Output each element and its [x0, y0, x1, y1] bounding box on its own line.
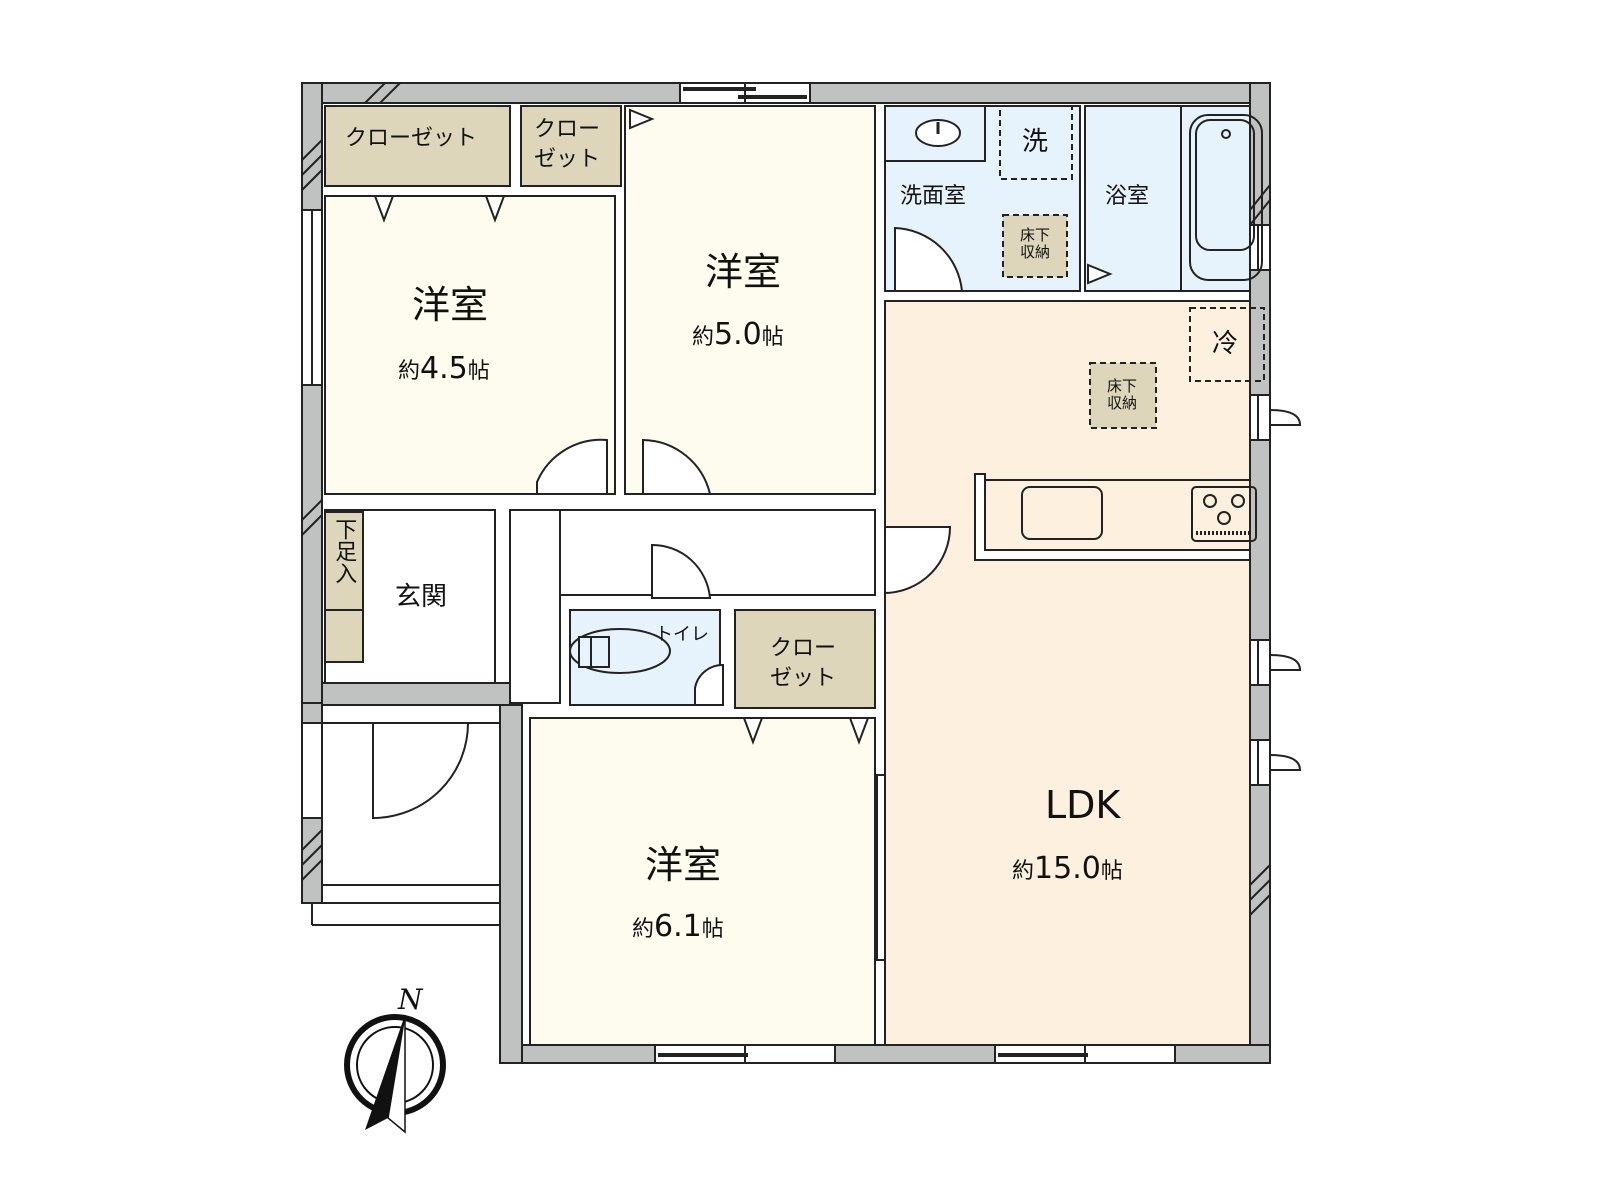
closet-center: [734, 609, 876, 709]
washroom-name: 洗面室: [900, 184, 967, 209]
underfloor-storage-ldk: [1089, 362, 1157, 429]
wall-hatching: [301, 82, 1271, 916]
closet-center-label-1: クロー: [770, 636, 837, 661]
western-room-nw-area: 約4.5帖: [398, 351, 490, 386]
refrigerator-space: [1189, 307, 1265, 382]
ldk-name: LDK: [1045, 783, 1121, 827]
closet-nw-small-label-1: クロー: [534, 117, 601, 142]
underfloor-storage-wash-label: 床下 収納: [1020, 226, 1051, 262]
doors: [372, 226, 964, 820]
western-room-s-area: 約6.1帖: [632, 909, 724, 944]
toilet-name: トイレ: [655, 624, 709, 645]
closet-nw-small: [520, 105, 622, 187]
shoe-box: [324, 511, 364, 663]
toilet-icon: [569, 628, 671, 674]
refrigerator-label: 冷: [1212, 329, 1239, 359]
stove-icon: [1191, 486, 1257, 542]
closet-center-label-2: ゼット: [770, 666, 837, 691]
washing-machine-label: 洗: [1022, 127, 1049, 157]
western-room-n: [624, 105, 876, 495]
underfloor-storage-ldk-label: 床下 収納: [1107, 377, 1138, 413]
shoe-box-label: 下足入: [331, 518, 357, 584]
closet-nw-small-label-2: ゼット: [534, 147, 601, 172]
exterior-swing-doors: [1269, 409, 1302, 771]
western-room-n-area: 約5.0帖: [692, 317, 784, 352]
compass-north-label: N: [398, 983, 423, 1016]
ldk: [884, 300, 1251, 1046]
bathroom-name: 浴室: [1105, 184, 1150, 209]
entrance-name: 玄関: [395, 582, 448, 612]
western-room-n-name: 洋室: [705, 250, 782, 294]
compass-icon: [344, 1014, 446, 1134]
closet-door-markers: [373, 108, 1113, 745]
ldk-area: 約15.0帖: [1012, 851, 1123, 886]
western-room-nw: [324, 195, 616, 495]
western-room-s: [529, 717, 876, 1046]
bathtub-icon: [1189, 114, 1263, 281]
western-room-s-name: 洋室: [645, 843, 722, 887]
kitchen-sink-icon: [1021, 486, 1103, 540]
western-room-nw-name: 洋室: [412, 283, 489, 327]
kitchen-counter: [974, 473, 1251, 561]
closet-nw-wide-label: クローゼット: [345, 126, 478, 151]
closet-nw-wide: [324, 105, 511, 187]
washing-machine-space: [999, 105, 1073, 180]
underfloor-storage-wash: [1002, 214, 1068, 278]
